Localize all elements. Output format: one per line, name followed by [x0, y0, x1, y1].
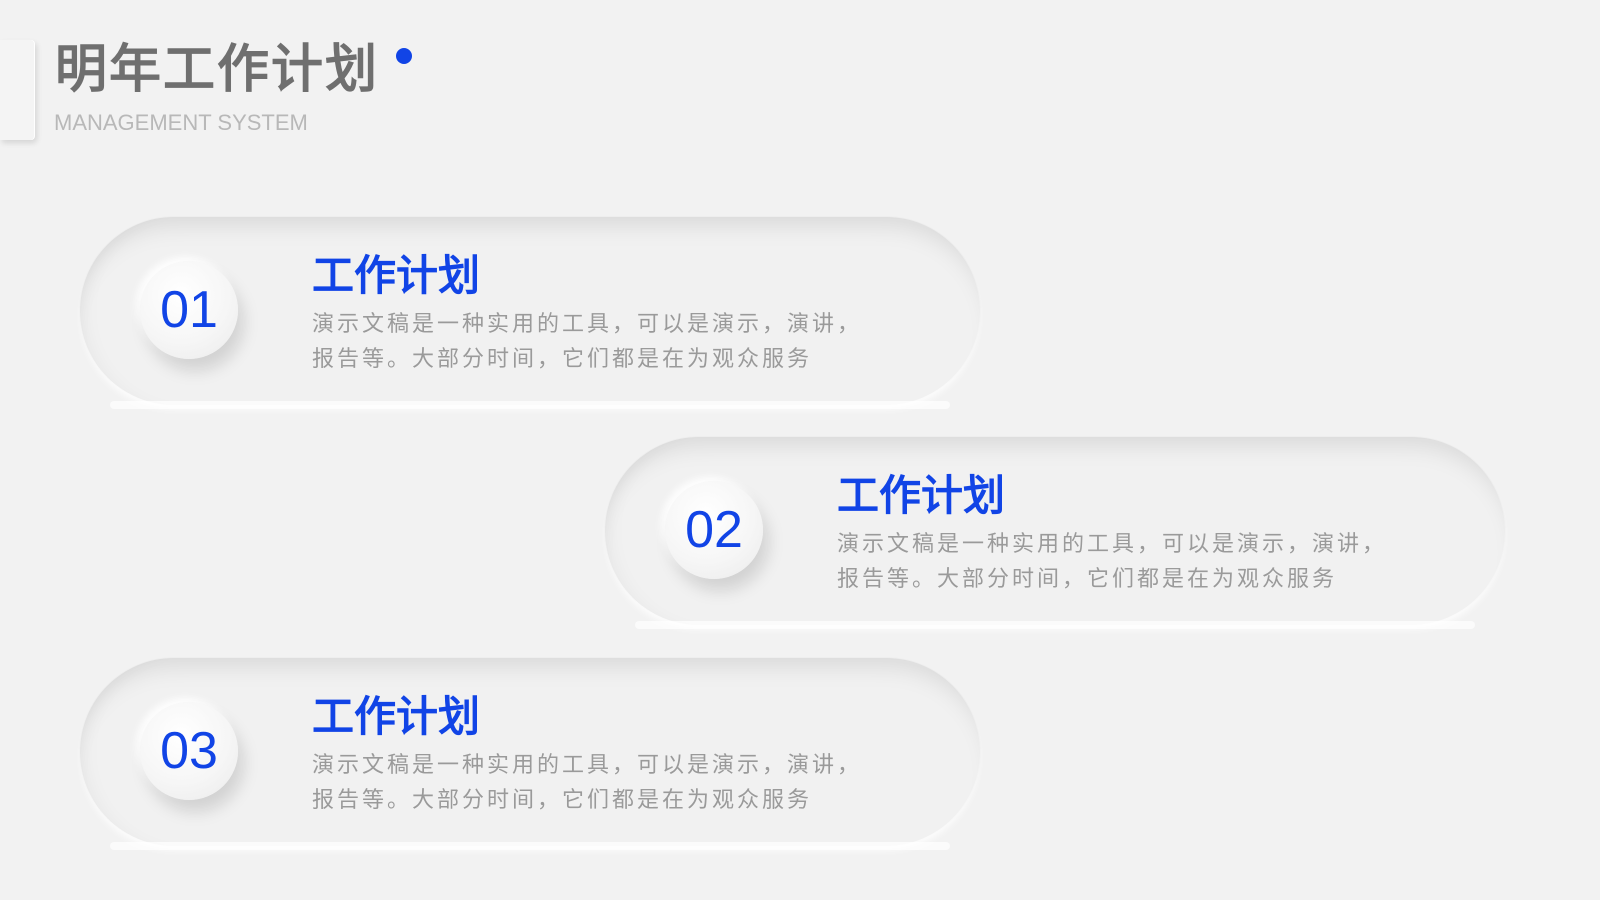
- description-line: 演示文稿是一种实用的工具，可以是演示，演讲，: [312, 753, 863, 778]
- plan-card-3: 03 工作计划 演示文稿是一种实用的工具，可以是演示，演讲， 报告等。大部分时间…: [80, 658, 980, 850]
- number-label: 02: [685, 501, 743, 559]
- card-title: 工作计划: [312, 251, 481, 300]
- card-description: 演示文稿是一种实用的工具，可以是演示，演讲， 报告等。大部分时间，它们都是在为观…: [312, 748, 912, 818]
- card-description: 演示文稿是一种实用的工具，可以是演示，演讲， 报告等。大部分时间，它们都是在为观…: [837, 527, 1437, 597]
- number-label: 03: [160, 722, 218, 780]
- plan-card-1: 01 工作计划 演示文稿是一种实用的工具，可以是演示，演讲， 报告等。大部分时间…: [80, 217, 980, 409]
- description-line: 演示文稿是一种实用的工具，可以是演示，演讲，: [312, 312, 863, 337]
- plan-card-2: 02 工作计划 演示文稿是一种实用的工具，可以是演示，演讲， 报告等。大部分时间…: [605, 437, 1505, 629]
- card-title: 工作计划: [837, 471, 1006, 520]
- number-badge: 02: [665, 481, 763, 579]
- description-line: 报告等。大部分时间，它们都是在为观众服务: [312, 788, 813, 813]
- page-title: 明年工作计划: [55, 40, 380, 100]
- description-line: 演示文稿是一种实用的工具，可以是演示，演讲，: [837, 532, 1388, 557]
- header-accent-tab: [0, 40, 35, 140]
- card-description: 演示文稿是一种实用的工具，可以是演示，演讲， 报告等。大部分时间，它们都是在为观…: [312, 307, 912, 377]
- description-line: 报告等。大部分时间，它们都是在为观众服务: [837, 567, 1338, 592]
- card-title: 工作计划: [312, 692, 481, 741]
- description-line: 报告等。大部分时间，它们都是在为观众服务: [312, 347, 813, 372]
- number-badge: 01: [140, 261, 238, 359]
- number-badge: 03: [140, 702, 238, 800]
- title-accent-dot: [396, 48, 412, 64]
- page-subtitle: MANAGEMENT SYSTEM: [54, 110, 308, 135]
- number-label: 01: [160, 281, 218, 339]
